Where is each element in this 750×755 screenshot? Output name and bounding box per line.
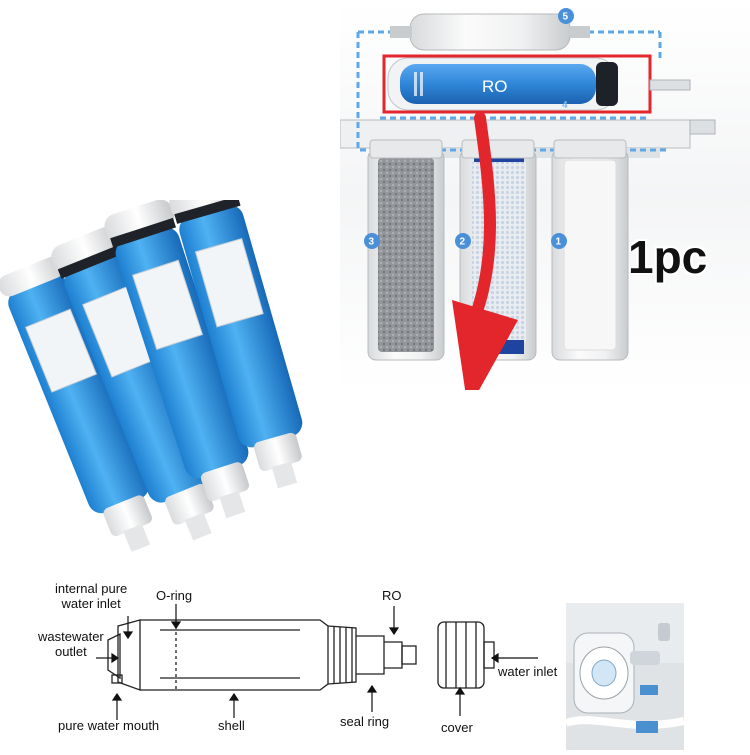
ro-membrane-label: RO	[482, 77, 508, 96]
label-ro: RO	[382, 588, 402, 603]
label-cover: cover	[441, 720, 473, 735]
installed-housing-photo	[566, 603, 684, 750]
stage-3-badge: 3	[369, 237, 375, 248]
ro-membrane-diagram	[0, 570, 750, 750]
membrane-line-drawing	[96, 604, 538, 720]
stage-4-badge: 4	[562, 100, 568, 111]
stage-1-badge: 1	[556, 237, 562, 248]
cartridges-illustration	[0, 177, 303, 552]
quantity-label: 1pc	[628, 231, 708, 283]
stage-3-housing	[367, 139, 445, 361]
label-pure-water-mouth: pure water mouth	[58, 718, 160, 733]
red-arrow-icon	[464, 112, 496, 336]
label-wastewater-outlet: wastewater outlet	[38, 629, 104, 659]
installed-housing-illustration	[566, 603, 684, 750]
ro-system-illustration: 5 RO 4 3 2	[339, 0, 750, 410]
stage-1-housing	[551, 139, 629, 361]
ro-membrane-cartridges	[0, 177, 370, 560]
label-internal-pure-water-inlet: internal pure water inlet	[55, 581, 128, 611]
stage-2-badge: 2	[460, 237, 466, 248]
ro-system-photo: 5 RO 4 3 2	[339, 0, 750, 410]
stage-5-badge: 5	[563, 12, 569, 23]
label-shell: shell	[218, 718, 245, 733]
label-seal-ring: seal ring	[340, 714, 390, 729]
label-water-inlet: water inlet	[498, 664, 558, 679]
label-o-ring: O-ring	[156, 588, 193, 603]
